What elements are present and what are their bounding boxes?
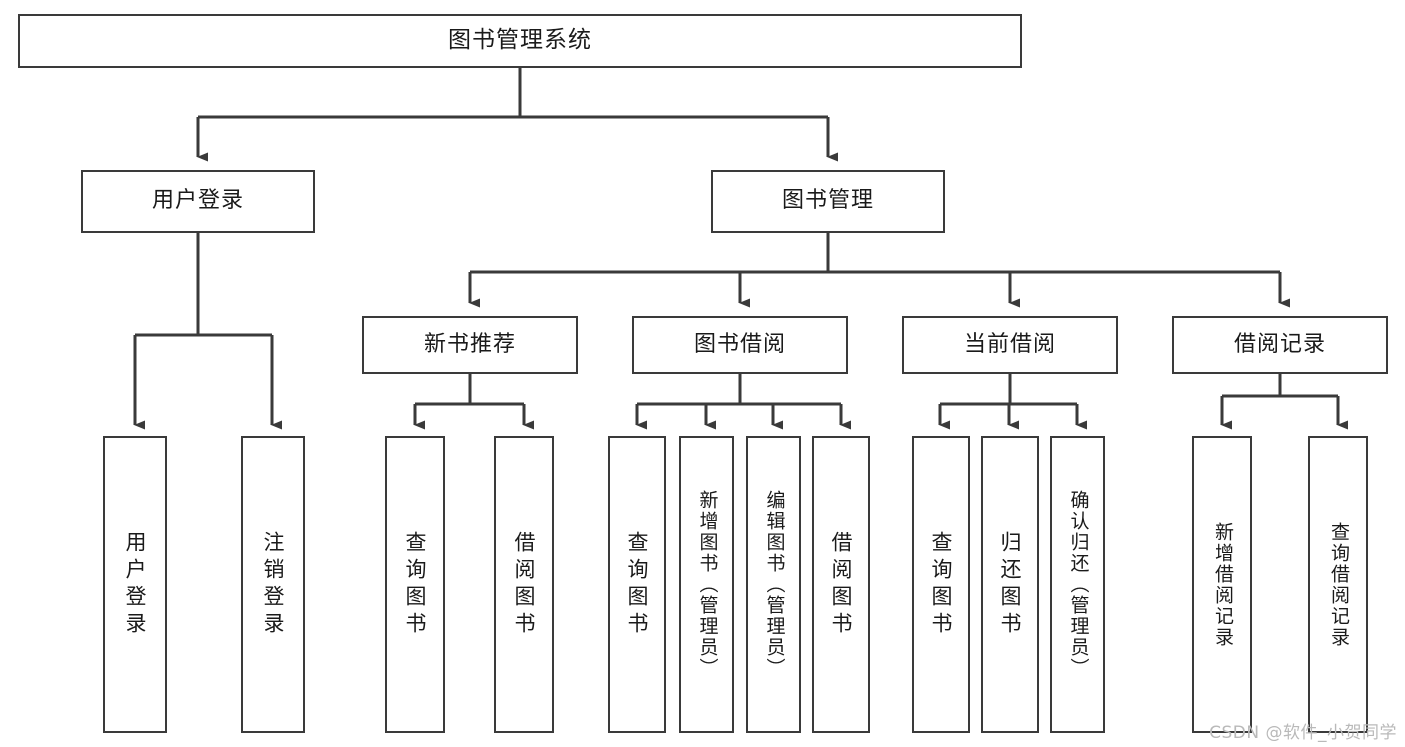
node-newbook-borrow-book[interactable]: 借阅图书 <box>494 436 554 733</box>
node-login-user[interactable]: 用户登录 <box>103 436 167 733</box>
node-newbook-borrow-book-label: 借阅图书 <box>512 530 537 639</box>
node-current-borrow-label: 当前借阅 <box>963 331 1056 357</box>
node-borrow-add-book-admin-label: 新增图书（管理员） <box>696 490 719 679</box>
node-root-label: 图书管理系统 <box>448 27 592 54</box>
node-new-book-recommend-label: 新书推荐 <box>423 331 516 357</box>
node-login-user-label: 用户登录 <box>123 530 148 639</box>
node-records-add-record-label: 新增借阅记录 <box>1211 521 1234 648</box>
node-book-borrow-label: 图书借阅 <box>693 331 786 357</box>
node-borrow-query-book-label: 查询图书 <box>625 530 650 639</box>
node-newbook-query-book[interactable]: 查询图书 <box>385 436 445 733</box>
node-book-management[interactable]: 图书管理 <box>711 170 945 233</box>
node-user-login[interactable]: 用户登录 <box>81 170 315 233</box>
node-login-logout[interactable]: 注销登录 <box>241 436 305 733</box>
node-borrow-edit-book-admin-label: 编辑图书（管理员） <box>763 490 786 679</box>
node-records-query-record-label: 查询借阅记录 <box>1327 521 1350 648</box>
node-records-add-record[interactable]: 新增借阅记录 <box>1192 436 1252 733</box>
node-current-confirm-return-admin[interactable]: 确认归还（管理员） <box>1050 436 1105 733</box>
node-newbook-query-book-label: 查询图书 <box>403 530 428 639</box>
node-borrow-add-book-admin[interactable]: 新增图书（管理员） <box>679 436 734 733</box>
node-borrow-lend-book[interactable]: 借阅图书 <box>812 436 870 733</box>
node-borrow-records[interactable]: 借阅记录 <box>1172 316 1388 374</box>
node-current-borrow[interactable]: 当前借阅 <box>902 316 1118 374</box>
node-records-query-record[interactable]: 查询借阅记录 <box>1308 436 1368 733</box>
node-new-book-recommend[interactable]: 新书推荐 <box>362 316 578 374</box>
node-current-query-book[interactable]: 查询图书 <box>912 436 970 733</box>
node-borrow-query-book[interactable]: 查询图书 <box>608 436 666 733</box>
node-current-return-book-label: 归还图书 <box>998 530 1023 639</box>
node-book-borrow[interactable]: 图书借阅 <box>632 316 848 374</box>
node-book-management-label: 图书管理 <box>781 188 874 214</box>
node-borrow-lend-book-label: 借阅图书 <box>829 530 854 639</box>
node-current-query-book-label: 查询图书 <box>929 530 954 639</box>
node-root[interactable]: 图书管理系统 <box>18 14 1022 68</box>
node-current-return-book[interactable]: 归还图书 <box>981 436 1039 733</box>
node-user-login-label: 用户登录 <box>151 188 244 214</box>
node-login-logout-label: 注销登录 <box>261 530 286 639</box>
node-borrow-edit-book-admin[interactable]: 编辑图书（管理员） <box>746 436 801 733</box>
node-borrow-records-label: 借阅记录 <box>1233 331 1326 357</box>
node-current-confirm-return-admin-label: 确认归还（管理员） <box>1067 490 1090 679</box>
